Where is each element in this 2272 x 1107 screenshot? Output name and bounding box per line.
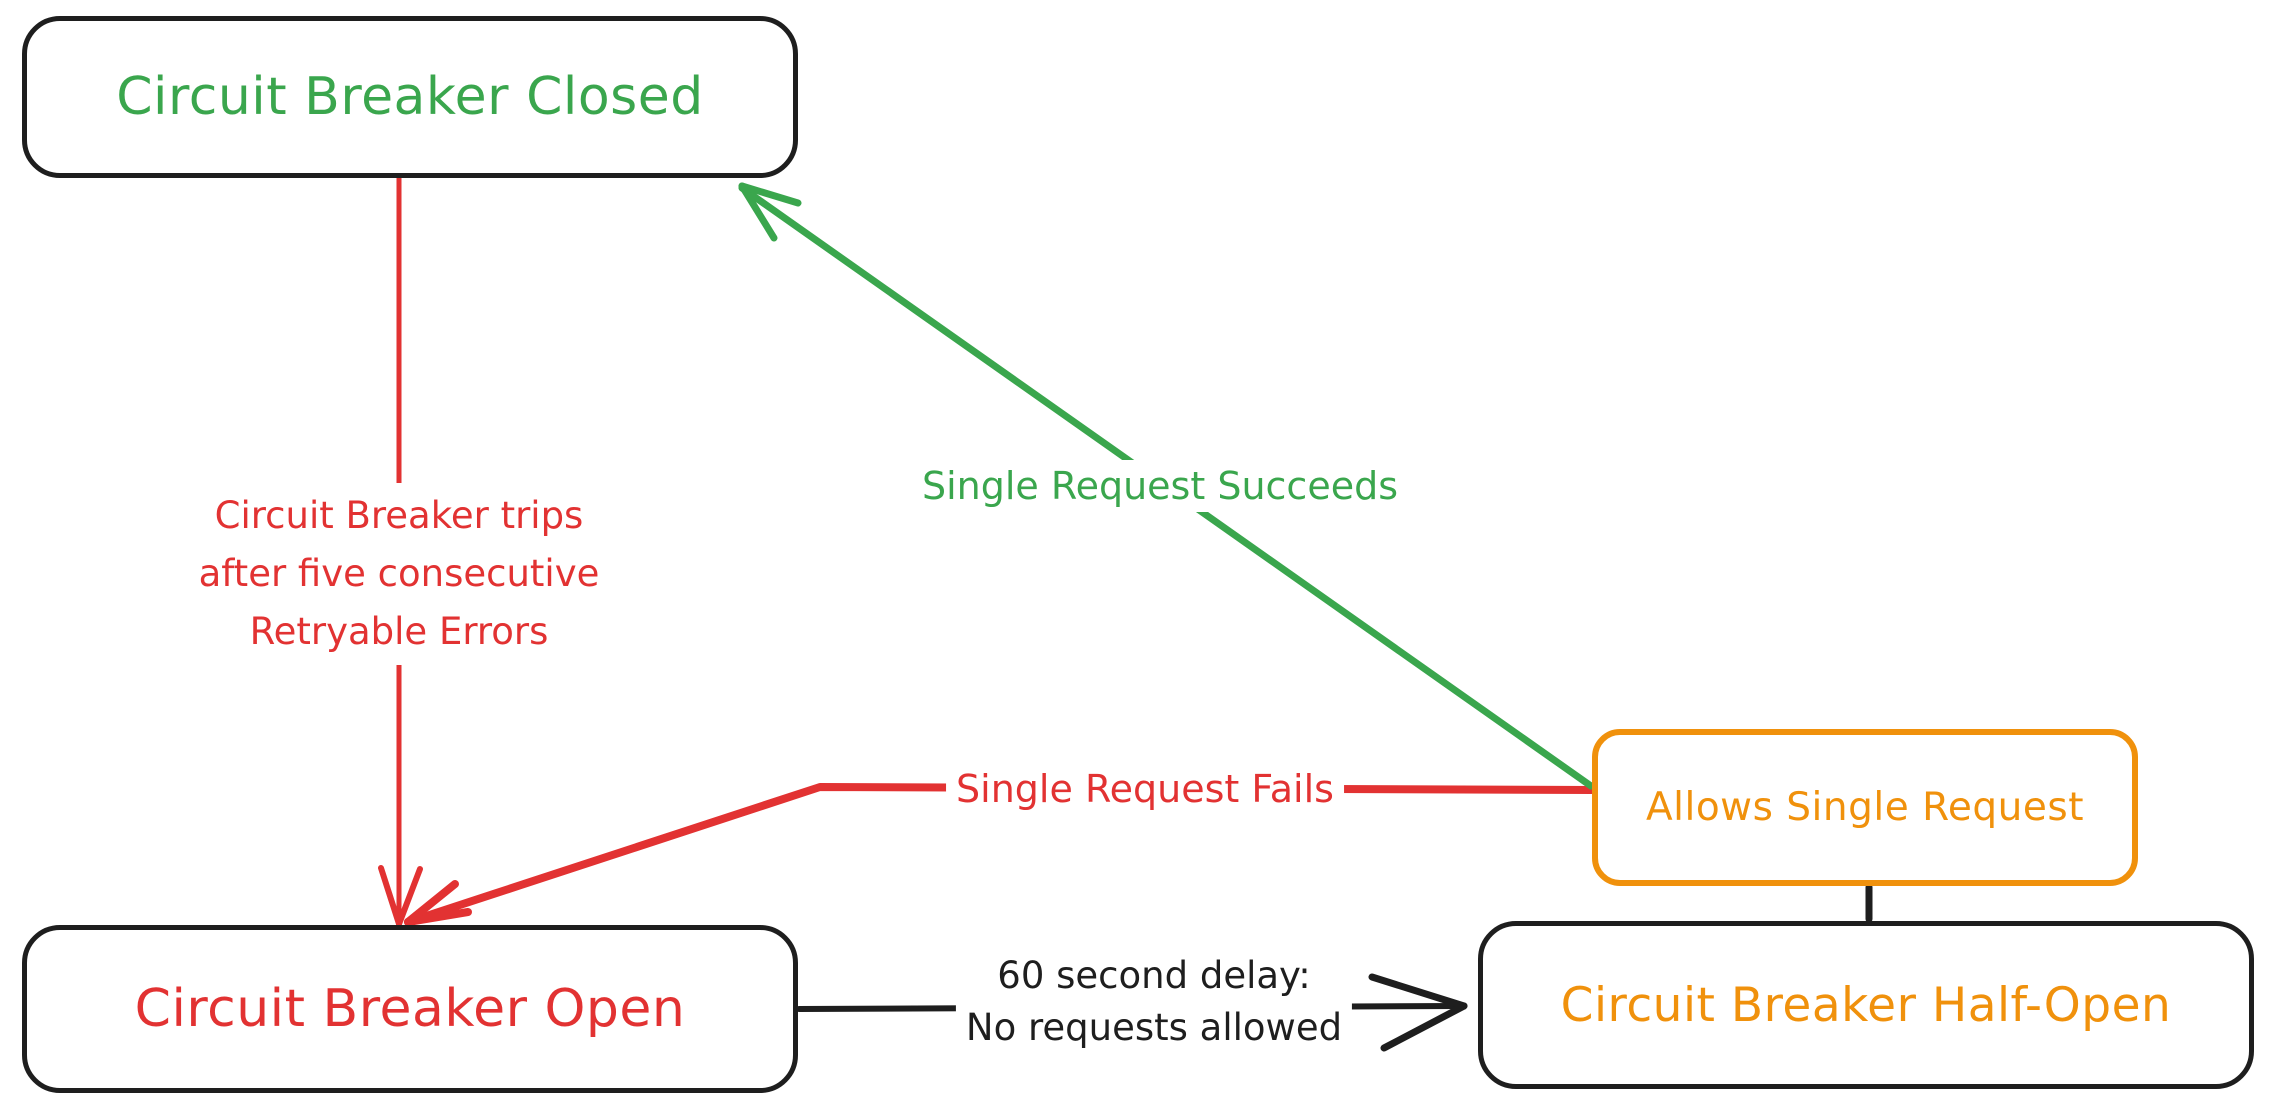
node-circuit-breaker-closed: Circuit Breaker Closed bbox=[22, 16, 798, 178]
trips-edge-label: Circuit Breaker trips after five consecu… bbox=[188, 483, 610, 665]
node-circuit-breaker-half-open: Circuit Breaker Half-Open bbox=[1478, 921, 2254, 1089]
delay-edge-label: 60 second delay: No requests allowed bbox=[955, 946, 1353, 1058]
trips-edge-label-line1: Circuit Breaker trips bbox=[214, 494, 584, 537]
delay-edge-label-line1: 60 second delay: bbox=[997, 954, 1311, 997]
node-closed-label: Circuit Breaker Closed bbox=[116, 67, 704, 127]
node-allows-single-request: Allows Single Request bbox=[1592, 729, 2138, 886]
node-open-label: Circuit Breaker Open bbox=[134, 979, 686, 1039]
trips-edge-label-line2: after five consecutive bbox=[198, 552, 600, 595]
delay-edge-label-line2: No requests allowed bbox=[965, 1006, 1343, 1049]
succeeds-edge-label: Single Request Succeeds bbox=[911, 460, 1409, 512]
node-allows-label: Allows Single Request bbox=[1645, 785, 2085, 830]
fails-edge-label: Single Request Fails bbox=[946, 763, 1344, 815]
node-circuit-breaker-open: Circuit Breaker Open bbox=[22, 925, 798, 1093]
node-half-open-label: Circuit Breaker Half-Open bbox=[1560, 977, 2172, 1033]
trips-edge-label-line3: Retryable Errors bbox=[249, 610, 549, 653]
